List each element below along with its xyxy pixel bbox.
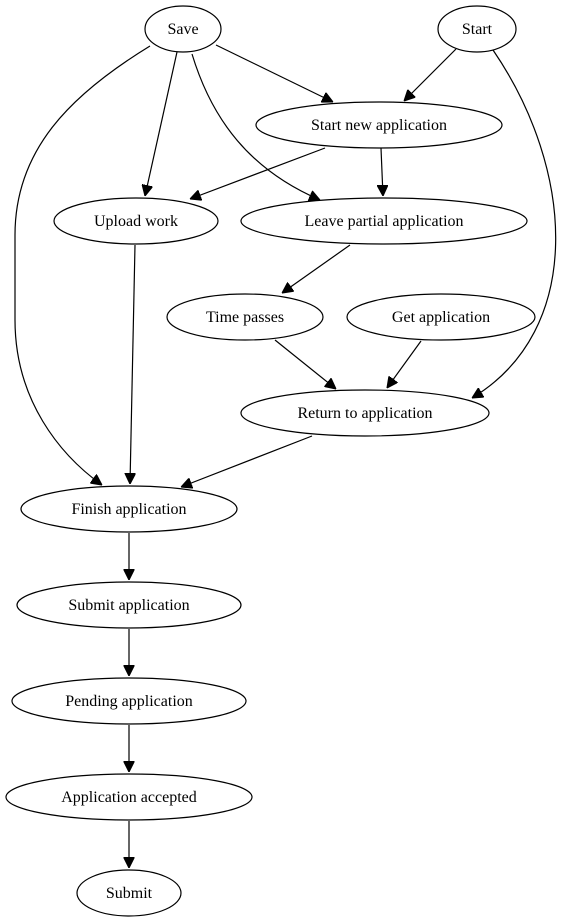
edge-get-application-to-return-app xyxy=(387,340,422,388)
edge-time-passes-to-return-app xyxy=(274,339,336,389)
edges-layer xyxy=(14,44,557,868)
node-start-new: Start new application xyxy=(255,101,503,149)
node-shape xyxy=(166,293,324,341)
node-leave-partial: Leave partial application xyxy=(240,197,528,245)
node-label: Submit application xyxy=(68,597,189,614)
node-finish: Finish application xyxy=(20,485,238,533)
node-label: Submit xyxy=(106,885,153,902)
node-pending: Pending application xyxy=(11,677,247,725)
node-shape xyxy=(5,773,253,821)
node-label: Start new application xyxy=(311,117,447,134)
node-label: Pending application xyxy=(65,693,193,710)
node-save: Save xyxy=(144,5,222,53)
edge-save-to-upload xyxy=(145,51,178,196)
edge-leave-partial-to-time-passes xyxy=(282,244,351,293)
node-label: Start xyxy=(462,21,493,38)
node-label: Time passes xyxy=(206,309,284,326)
edge-save-to-finish xyxy=(14,45,151,485)
edge-save-to-leave-partial xyxy=(191,53,320,200)
node-shape xyxy=(346,293,536,341)
node-submit: Submit xyxy=(76,869,182,917)
node-shape xyxy=(437,5,517,53)
node-label: Leave partial application xyxy=(304,213,463,230)
edge-start-to-start-new xyxy=(404,48,457,101)
edge-save-to-start-new xyxy=(215,44,333,102)
edge-start-new-to-leave-partial xyxy=(381,147,383,196)
edge-upload-to-finish xyxy=(130,244,135,484)
node-time-passes: Time passes xyxy=(166,293,324,341)
node-label: Get application xyxy=(392,309,490,326)
edge-start-to-return-app xyxy=(472,49,557,398)
node-shape xyxy=(11,677,247,725)
node-shape xyxy=(76,869,182,917)
node-shape xyxy=(20,485,238,533)
node-submit-app: Submit application xyxy=(16,581,242,629)
node-upload: Upload work xyxy=(53,197,219,245)
node-return-app: Return to application xyxy=(240,389,490,437)
node-label: Application accepted xyxy=(61,789,197,806)
node-shape xyxy=(16,581,242,629)
edge-start-new-to-upload xyxy=(190,147,326,199)
node-label: Save xyxy=(167,21,198,38)
node-shape xyxy=(53,197,219,245)
node-start: Start xyxy=(437,5,517,53)
node-label: Upload work xyxy=(94,213,178,230)
node-shape xyxy=(255,101,503,149)
node-shape xyxy=(144,5,222,53)
node-get-application: Get application xyxy=(346,293,536,341)
node-accepted: Application accepted xyxy=(5,773,253,821)
node-shape xyxy=(240,389,490,437)
node-label: Finish application xyxy=(71,501,186,518)
edge-return-app-to-finish xyxy=(181,435,313,487)
node-shape xyxy=(240,197,528,245)
node-label: Return to application xyxy=(297,405,432,422)
